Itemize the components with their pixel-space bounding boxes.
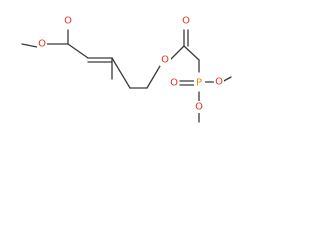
atom-o-ester2-ether: O: [161, 55, 169, 66]
atom-o-ester1-carbonyl: O: [64, 16, 72, 27]
bond-c5-o: [146, 65, 161, 89]
atom-o-p-double: O: [170, 78, 178, 89]
bond-o-c6: [169, 45, 185, 61]
atom-labels: O O O O P O O O: [37, 15, 224, 113]
bond-c1-c2: [67, 43, 89, 59]
atom-o-p-methoxy2: O: [195, 102, 203, 113]
molecule-structure: O O O O P O O O: [21, 15, 232, 123]
bond-c6-c7: [183, 45, 200, 61]
bond-c3-c4: [111, 57, 131, 89]
carbon-bonds: [21, 29, 200, 89]
atom-o-p-methoxy1: O: [215, 77, 223, 88]
atom-o-ester1-ether: O: [38, 39, 46, 50]
structure-canvas: O O O O P O O O: [0, 0, 236, 139]
atom-o-ester2-carbonyl: O: [182, 16, 190, 27]
bond-methyl-o: [21, 43, 38, 48]
atom-phosphorus: P: [196, 78, 202, 89]
